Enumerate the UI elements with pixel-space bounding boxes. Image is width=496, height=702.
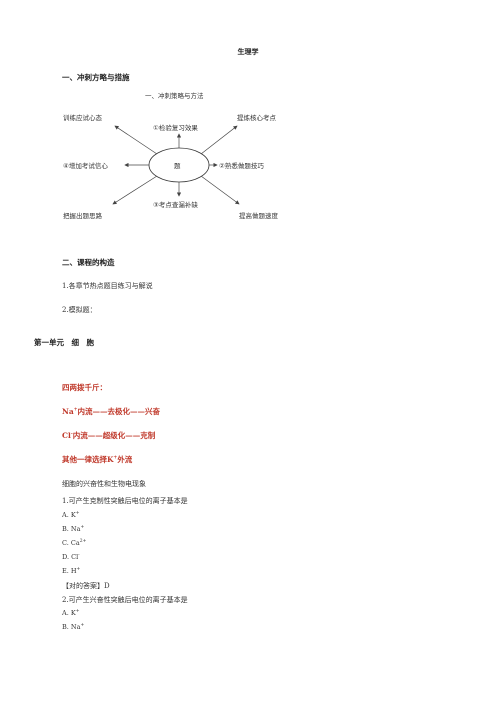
mnemonic-title: 四两拨千斤： bbox=[62, 383, 107, 392]
unit-heading: 第一单元 细 胞 bbox=[34, 338, 94, 347]
question-1-answer: 【对的答案】D bbox=[62, 582, 110, 590]
arrow-top-right bbox=[200, 125, 238, 155]
strategy-diagram: 一、冲刺策略与方法 题 训练应试心态 提炼核心考点 ①检验复习效果 ④增加考试信… bbox=[63, 91, 279, 220]
arrow-bottom-right bbox=[200, 175, 240, 205]
section-heading-strategy: 一、冲刺方略与措施 bbox=[62, 73, 130, 82]
mnemonic-line-k: 其他一律选择K+外流 bbox=[62, 455, 133, 464]
question-1-option: D. Cl- bbox=[62, 552, 80, 561]
diagram-node-top-right: 提炼核心考点 bbox=[237, 113, 277, 122]
diagram-node-mid-right: ②熟悉做题技巧 bbox=[219, 161, 264, 170]
diagram-node-bottom-center: ③考点查漏补缺 bbox=[153, 200, 198, 209]
list-item: 2.模拟题： bbox=[62, 306, 97, 314]
diagram-node-top-center: ①检验复习效果 bbox=[153, 123, 198, 132]
mnemonic-line-na: Na+内流——去极化——兴奋 bbox=[62, 407, 160, 416]
diagram-heading: 一、冲刺策略与方法 bbox=[145, 91, 204, 100]
arrow-bottom-left bbox=[112, 175, 158, 205]
question-1-option: A. K+ bbox=[62, 510, 80, 519]
question-1-stem: 1.可产生克制性突触后电位的离子基本是 bbox=[62, 497, 188, 505]
question-1-option: C. Ca2+ bbox=[62, 538, 87, 547]
question-2-option: A. K+ bbox=[62, 608, 80, 617]
question-1-option: E. H+ bbox=[62, 566, 81, 575]
diagram-node-bottom-left: 把握出题思路 bbox=[63, 211, 103, 220]
question-2-option: B. Na+ bbox=[62, 622, 85, 631]
document-title: 生理学 bbox=[237, 47, 259, 56]
arrow-top-left bbox=[114, 125, 158, 155]
list-item: 1.各章节热点题目练习与解说 bbox=[62, 282, 153, 290]
question-1-option: B. Na+ bbox=[62, 524, 85, 533]
section-heading-structure: 二、课程的构造 bbox=[62, 258, 115, 267]
diagram-node-top-left: 训练应试心态 bbox=[63, 113, 103, 122]
diagram-center-label: 题 bbox=[174, 162, 181, 170]
mnemonic-line-cl: Cl-内流——超级化——克制 bbox=[62, 431, 156, 440]
question-2-stem: 2.可产生兴奋性突触后电位的离子基本是 bbox=[62, 596, 188, 604]
diagram-node-bottom-right: 提高做题速度 bbox=[239, 211, 279, 220]
topic-heading: 细胞的兴奋性和生物电现象 bbox=[62, 480, 146, 488]
diagram-node-mid-left: ④增加考试信心 bbox=[63, 161, 108, 170]
